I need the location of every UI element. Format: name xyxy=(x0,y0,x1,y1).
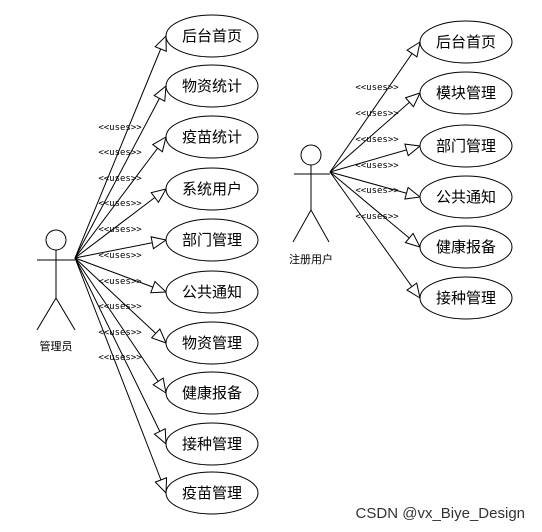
uses-edge-0-5 xyxy=(74,257,167,293)
use-case-label-0-3: 系统用户 xyxy=(182,180,242,198)
uses-edge-0-4 xyxy=(74,239,167,259)
uses-arrowhead-0-1 xyxy=(153,84,167,102)
use-case-ellipse-0-8 xyxy=(165,422,259,466)
use-case-label-1-4: 健康报备 xyxy=(436,238,496,256)
use-case-ellipse-1-3 xyxy=(419,175,513,219)
uses-arrowhead-0-2 xyxy=(151,135,167,153)
user-actor-label: 注册用户 xyxy=(289,252,333,266)
use-case-label-0-0: 后台首页 xyxy=(182,27,242,45)
uses-arrowhead-1-0 xyxy=(406,40,421,58)
uses-arrowhead-1-2 xyxy=(404,143,422,157)
uses-label-0-6: <<uses>> xyxy=(98,277,142,287)
use-case-label-0-7: 健康报备 xyxy=(182,384,242,402)
use-case-ellipse-1-4 xyxy=(419,225,513,269)
uses-label-0-0: <<uses>> xyxy=(98,123,142,133)
use-case-label-0-4: 部门管理 xyxy=(182,231,242,249)
watermark: CSDN @vx_Biye_Design xyxy=(356,505,525,522)
uses-label-0-2: <<uses>> xyxy=(98,174,142,184)
uses-arrowhead-0-6 xyxy=(150,328,167,344)
uses-label-1-4: <<uses>> xyxy=(355,186,399,196)
uses-arrowhead-0-4 xyxy=(150,236,168,250)
use-case-ellipse-0-3 xyxy=(165,167,259,211)
uses-label-0-5: <<uses>> xyxy=(98,251,142,261)
uses-arrowhead-1-3 xyxy=(404,186,422,200)
uses-arrowhead-0-8 xyxy=(153,428,167,446)
use-case-ellipse-0-5 xyxy=(165,270,259,314)
use-case-label-1-5: 接种管理 xyxy=(436,289,496,307)
use-case-ellipse-0-6 xyxy=(165,321,259,365)
uses-edge-0-0 xyxy=(74,35,167,259)
uses-edge-1-3 xyxy=(329,171,421,198)
use-case-label-0-9: 疫苗管理 xyxy=(182,484,242,502)
user-actor-left-leg xyxy=(292,209,312,243)
uses-arrowhead-0-9 xyxy=(154,477,168,495)
uses-edge-1-4 xyxy=(329,171,421,248)
uses-edge-0-2 xyxy=(74,136,167,259)
uses-label-0-4: <<uses>> xyxy=(98,225,142,235)
use-case-ellipse-1-5 xyxy=(419,276,513,320)
admin-actor-head xyxy=(45,229,67,251)
uses-edge-0-8 xyxy=(74,257,167,445)
edges: <<uses>> <<uses>> <<uses>> <<uses>> <<uses>>… xyxy=(74,34,422,495)
use-case-label-1-1: 模块管理 xyxy=(436,84,496,102)
use-case-label-1-2: 部门管理 xyxy=(436,137,496,155)
uses-label-0-7: <<uses>> xyxy=(98,302,142,312)
uses-edge-0-7 xyxy=(74,257,167,394)
uses-edge-1-0 xyxy=(329,41,421,173)
uses-edge-0-3 xyxy=(74,188,167,259)
use-case-label-0-8: 接种管理 xyxy=(182,435,242,453)
user-actor xyxy=(292,144,330,243)
use-case-label-0-2: 疫苗统计 xyxy=(182,128,242,146)
user-actor-right-leg xyxy=(310,209,330,243)
uses-arrowhead-1-4 xyxy=(404,232,421,248)
uses-edge-1-5 xyxy=(329,171,421,299)
uses-arrowhead-1-5 xyxy=(406,282,421,300)
use-case-label-0-5: 公共通知 xyxy=(182,283,242,301)
use-case-ellipse-0-9 xyxy=(165,471,259,515)
uses-arrowhead-0-5 xyxy=(150,280,168,294)
uses-label-0-3: <<uses>> xyxy=(98,199,142,209)
use-case-label-1-3: 公共通知 xyxy=(436,188,496,206)
use-case-label-0-6: 物资管理 xyxy=(182,334,242,352)
admin-actor xyxy=(36,229,76,331)
uses-arrowhead-1-1 xyxy=(404,92,421,108)
uses-label-0-1: <<uses>> xyxy=(98,148,142,158)
uses-label-1-3: <<uses>> xyxy=(355,161,399,171)
uses-edge-0-1 xyxy=(74,85,167,259)
use-case-ellipse-1-2 xyxy=(419,124,513,168)
uses-edge-0-9 xyxy=(74,257,167,494)
admin-actor-right-leg xyxy=(55,297,76,331)
use-case-ellipse-0-4 xyxy=(165,218,259,262)
uses-arrowhead-0-0 xyxy=(154,34,167,52)
admin-actor-label: 管理员 xyxy=(40,339,73,353)
uses-label-1-0: <<uses>> xyxy=(355,83,399,93)
use-case-ellipse-0-7 xyxy=(165,371,259,415)
use-case-ellipse-0-2 xyxy=(165,115,259,159)
use-case-label-0-1: 物资统计 xyxy=(182,77,242,95)
use-case-label-1-0: 后台首页 xyxy=(436,33,496,51)
uses-label-1-2: <<uses>> xyxy=(355,135,399,145)
uses-arrowhead-0-7 xyxy=(152,377,167,395)
uses-label-0-8: <<uses>> xyxy=(98,328,142,338)
uses-arrowhead-0-3 xyxy=(150,188,168,204)
uses-label-0-9: <<uses>> xyxy=(98,353,142,363)
user-actor-head xyxy=(300,144,322,166)
uses-label-1-1: <<uses>> xyxy=(355,109,399,119)
uses-edge-0-6 xyxy=(74,257,167,344)
use-case-ellipse-0-1 xyxy=(165,64,259,108)
uses-edge-1-2 xyxy=(329,145,421,173)
nodes: 后台首页物资统计疫苗统计系统用户部门管理公共通知物资管理健康报备接种管理疫苗管理… xyxy=(165,14,513,515)
use-case-ellipse-0-0 xyxy=(165,14,259,58)
admin-actor-left-leg xyxy=(36,297,57,331)
use-case-ellipse-1-0 xyxy=(419,20,513,64)
uses-edge-1-1 xyxy=(329,92,421,173)
uses-label-1-5: <<uses>> xyxy=(355,212,399,222)
use-case-ellipse-1-1 xyxy=(419,71,513,115)
